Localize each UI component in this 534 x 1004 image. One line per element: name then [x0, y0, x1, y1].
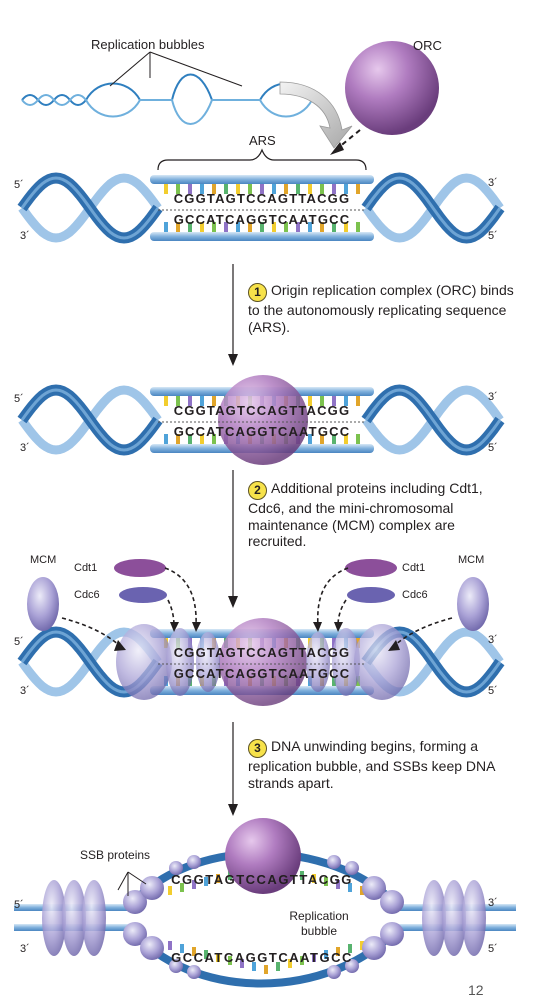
cdc6-label: Cdc6	[402, 589, 428, 601]
step-arrows	[228, 264, 238, 816]
cdt1-label: Cdt1	[402, 562, 426, 574]
cdc6-protein-right	[347, 587, 395, 603]
dna-panel-orc-bound: CGGTAGTCCAGTTACGG GCCATCAGGTCAATGCC	[17, 375, 505, 465]
top-sequence: CGGTAGTCCAGTTACGG	[174, 191, 351, 206]
curved-arrow	[279, 81, 353, 149]
mcm-ring	[462, 880, 486, 956]
mcm-ring	[354, 624, 410, 700]
mcm-ring	[442, 880, 466, 956]
ars-brace	[157, 148, 367, 171]
protein-icons	[27, 559, 489, 631]
replication-bubbles-label: Replication bubbles	[91, 37, 205, 52]
bottom-sequence: GCCATCAGGTCAATGCC	[174, 424, 351, 439]
ssb-protein	[140, 876, 164, 900]
cdc6-label: Cdc6	[74, 589, 100, 601]
ssb-protein	[123, 890, 147, 914]
mcm-ring	[332, 628, 360, 696]
top-sequence: CGGTAGTCCAGTTACGG	[174, 403, 351, 418]
mcm-ring	[306, 632, 330, 692]
ssb-protein	[345, 959, 359, 973]
ssb-protein	[345, 861, 359, 875]
three-prime-label: 3´	[488, 177, 498, 189]
mcm-protein-left	[27, 577, 59, 631]
orc-bound	[225, 818, 301, 894]
bubble-pointer-lines	[109, 51, 243, 87]
ssb-protein	[380, 890, 404, 914]
top-sequence: CGGTAGTCCAGTTACGG	[171, 872, 353, 887]
ssb-protein	[362, 876, 386, 900]
ssb-proteins-label: SSB proteins	[80, 848, 151, 862]
mcm-ring	[196, 632, 220, 692]
bottom-sequence: GCCATCAGGTCAATGCC	[174, 666, 351, 681]
three-prime-label: 3´	[20, 442, 30, 454]
dna-panel-recruited: CGGTAGTCCAGTTACGG GCCATCAGGTCAATGCC	[17, 618, 505, 706]
ssb-protein	[169, 861, 183, 875]
five-prime-label: 5´	[488, 943, 498, 955]
mcm-protein-right	[457, 577, 489, 631]
mcm-ring	[422, 880, 446, 956]
page-number: 12	[468, 982, 484, 998]
ssb-protein	[187, 965, 201, 979]
recruitment-arrowheads	[114, 622, 400, 651]
five-prime-label: 5´	[14, 179, 24, 191]
replication-bubble-label: Replication bubble	[284, 909, 354, 939]
three-prime-label: 3´	[488, 634, 498, 646]
five-prime-label: 5´	[488, 230, 498, 242]
orc-bound	[219, 618, 307, 706]
mcm-ring	[62, 880, 86, 956]
five-prime-label: 5´	[14, 636, 24, 648]
step-1-badge: 1	[248, 283, 267, 302]
top-sequence: CGGTAGTCCAGTTACGG	[174, 645, 351, 660]
mcm-ring	[42, 880, 66, 956]
step-2-badge: 2	[248, 481, 267, 500]
replication-bubble-text: Replication bubble	[289, 909, 349, 938]
step-3-text: DNA unwinding begins, forming a replicat…	[248, 738, 495, 791]
orc-sphere	[345, 41, 439, 135]
dna-panel-initial: CGGTAGTCCAGTTACGG GCCATCAGGTCAATGCC	[17, 172, 505, 244]
three-prime-label: 3´	[20, 943, 30, 955]
mcm-label: MCM	[30, 554, 57, 566]
ssb-protein	[140, 936, 164, 960]
bottom-sequence: GCCATCAGGTCAATGCC	[171, 950, 353, 965]
orc-label: ORC	[413, 38, 442, 53]
orc-dashed-arrow	[330, 129, 361, 155]
ssb-protein	[327, 965, 341, 979]
five-prime-label: 5´	[488, 442, 498, 454]
step-2-text: Additional proteins including Cdt1, Cdc6…	[248, 480, 483, 549]
cdt1-protein-left	[114, 559, 166, 577]
three-prime-label: 3´	[488, 391, 498, 403]
mcm-label: MCM	[458, 554, 485, 566]
mcm-ring	[166, 628, 194, 696]
three-prime-label: 3´	[20, 685, 30, 697]
mcm-ring	[82, 880, 106, 956]
step-1-text: Origin replication complex (ORC) binds t…	[248, 282, 514, 335]
step-3-badge: 3	[248, 739, 267, 758]
ssb-protein	[327, 855, 341, 869]
five-prime-label: 5´	[14, 393, 24, 405]
five-prime-label: 5´	[488, 685, 498, 697]
ars-label: ARS	[249, 133, 276, 148]
replication-bubbles-strand	[21, 73, 313, 125]
ssb-protein	[380, 922, 404, 946]
ssb-protein	[123, 922, 147, 946]
three-prime-label: 3´	[20, 230, 30, 242]
ssb-protein	[169, 959, 183, 973]
cdc6-protein-left	[119, 587, 167, 603]
three-prime-label: 3´	[488, 897, 498, 909]
orc-bound	[218, 375, 308, 465]
five-prime-label: 5´	[14, 899, 24, 911]
ssb-protein	[362, 936, 386, 960]
bottom-sequence: GCCATCAGGTCAATGCC	[174, 212, 351, 227]
replication-bubble-panel: CGGTAGTCCAGTTACGG GCCATCAGGTCAATGCC	[14, 818, 516, 988]
ssb-protein	[187, 855, 201, 869]
mcm-ring	[116, 624, 172, 700]
cdt1-protein-right	[345, 559, 397, 577]
cdt1-label: Cdt1	[74, 562, 98, 574]
